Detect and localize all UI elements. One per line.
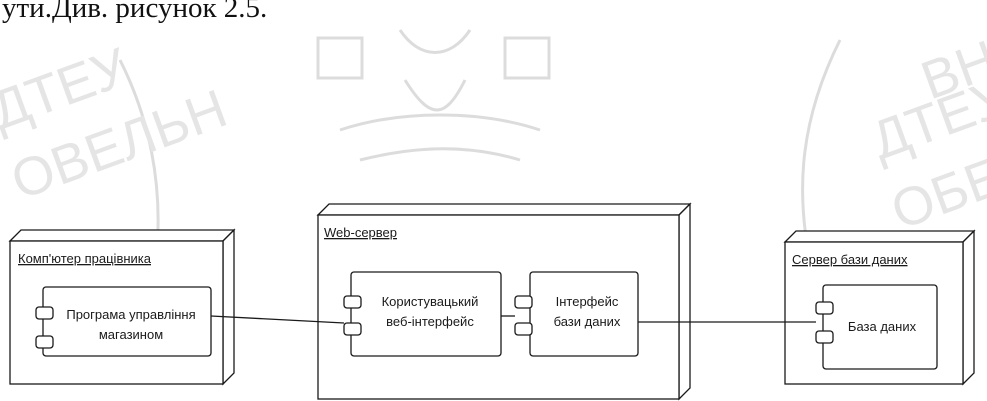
node-web-server-side <box>678 202 691 401</box>
node-worker-pc-top <box>8 229 236 242</box>
node-worker-pc-title: Комп'ютер працівника <box>18 251 152 266</box>
node-worker-pc-side <box>222 228 235 386</box>
watermark-book-left <box>316 36 364 80</box>
component-database-port-top <box>815 301 834 315</box>
node-db-server-side <box>962 229 975 386</box>
component-store-app-label-2: магазином <box>99 327 163 342</box>
node-db-server: Сервер бази даних База даних <box>783 229 976 386</box>
connector-app-to-web-ui <box>210 315 345 324</box>
component-store-app-box <box>42 286 212 357</box>
component-db-interface-label-2: бази даних <box>554 314 621 329</box>
page-caption-text: ути.Див. рисунок 2.5. <box>2 0 268 24</box>
component-db-interface-port-bottom <box>514 322 533 336</box>
component-user-web-ui-port-bottom <box>343 322 362 336</box>
component-db-interface: Інтерфейс бази даних <box>514 271 639 357</box>
component-user-web-ui-label-1: Користувацький <box>382 294 479 309</box>
component-db-interface-label-1: Інтерфейс <box>556 294 619 309</box>
component-user-web-ui: Користувацький веб-інтерфейс <box>343 271 502 357</box>
component-database-box <box>822 284 938 370</box>
component-store-app-port-bottom <box>35 335 54 349</box>
component-db-interface-box <box>529 271 639 357</box>
node-db-server-title: Сервер бази даних <box>792 252 908 267</box>
watermark-book-right <box>503 36 551 80</box>
component-store-app-port-top <box>35 306 54 320</box>
component-user-web-ui-box <box>350 271 502 357</box>
watermark-wings <box>339 113 541 162</box>
node-web-server-top <box>316 203 692 216</box>
node-db-server-top <box>783 230 976 243</box>
watermark-emblem <box>398 29 472 112</box>
component-user-web-ui-label-2: веб-інтерфейс <box>386 314 474 329</box>
component-user-web-ui-port-top <box>343 295 362 309</box>
node-worker-pc: Комп'ютер працівника Програма управління… <box>8 228 236 386</box>
component-database-label: База даних <box>848 319 917 334</box>
component-database: База даних <box>815 284 938 370</box>
component-store-app-label-1: Програма управління <box>66 307 195 322</box>
component-store-app: Програма управління магазином <box>35 286 212 357</box>
node-web-server-title: Web-сервер <box>324 225 397 240</box>
component-database-port-bottom <box>815 330 834 344</box>
component-db-interface-port-top <box>514 295 533 309</box>
node-web-server: Web-сервер Користувацький веб-інтерфейс … <box>316 202 692 401</box>
